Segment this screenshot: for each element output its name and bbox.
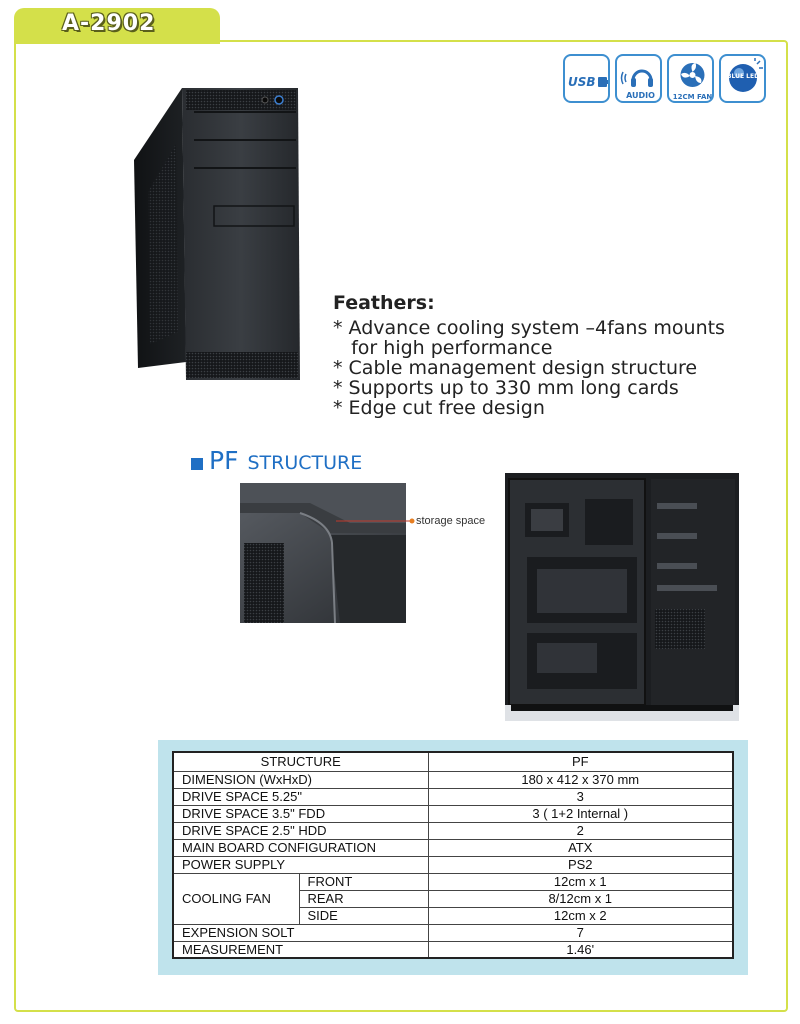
case-front-photo <box>134 88 300 380</box>
feature-item: * Edge cut free design <box>333 397 545 419</box>
row-label: EXPENSION SOLT <box>172 923 429 942</box>
table-row: SIDE 12cm x 2 <box>173 906 734 925</box>
case-interior-photo <box>505 473 739 721</box>
table-row: POWER SUPPLY PS2 <box>172 855 734 874</box>
structure-heading: PF STRUCTURE <box>191 446 362 475</box>
feature-item: * Cable management design structure <box>333 357 698 379</box>
row-value: PS2 <box>427 855 734 874</box>
page-frame <box>14 40 788 1012</box>
storage-detail-photo <box>240 483 406 623</box>
table-row: DRIVE SPACE 3.5" FDD 3 ( 1+2 Internal ) <box>172 804 734 823</box>
row-value: 3 <box>427 787 734 806</box>
feature-icons: USB AUDIO 12CM FAN BLUE LED <box>563 54 766 103</box>
table-row: MAIN BOARD CONFIGURATION ATX <box>172 838 734 857</box>
row-label: DRIVE SPACE 2.5" HDD <box>172 821 429 840</box>
cooling-fan-label: COOLING FAN <box>172 872 300 925</box>
header-structure: STRUCTURE <box>172 751 429 772</box>
fan-icon: 12CM FAN <box>667 54 714 103</box>
audio-icon-label: AUDIO <box>626 91 655 100</box>
spec-table: STRUCTURE PF DIMENSION (WxHxD) 180 x 412… <box>172 751 734 959</box>
row-value: 12cm x 1 <box>427 872 734 891</box>
callout-label: storage space <box>416 515 486 527</box>
row-label: DIMENSION (WxHxD) <box>172 770 429 789</box>
row-value: ATX <box>427 838 734 857</box>
table-header-row: STRUCTURE PF <box>172 751 734 772</box>
fan-icon-label: 12CM FAN <box>673 93 713 101</box>
feature-item: * Supports up to 330 mm long cards <box>333 377 679 399</box>
feature-item: for high performance <box>333 337 553 359</box>
table-row: REAR 8/12cm x 1 <box>173 889 734 908</box>
usb-icon: USB <box>563 54 610 103</box>
feature-item: * Advance cooling system –4fans mounts <box>333 317 725 339</box>
table-row: DRIVE SPACE 5.25" 3 <box>172 787 734 806</box>
row-label: MAIN BOARD CONFIGURATION <box>172 838 429 857</box>
heading-pf: PF <box>209 446 239 475</box>
fan-position: REAR <box>298 889 429 908</box>
spec-table-panel: STRUCTURE PF DIMENSION (WxHxD) 180 x 412… <box>158 740 748 975</box>
row-value: 1.46' <box>427 940 734 959</box>
row-value: 3 ( 1+2 Internal ) <box>427 804 734 823</box>
table-row: DRIVE SPACE 2.5" HDD 2 <box>172 821 734 840</box>
model-tab <box>14 8 220 44</box>
callout-line <box>336 518 415 524</box>
row-value: 2 <box>427 821 734 840</box>
fan-position: SIDE <box>298 906 429 925</box>
usb-icon-label: USB <box>568 75 596 89</box>
row-value: 180 x 412 x 370 mm <box>427 770 734 789</box>
audio-icon: AUDIO <box>615 54 662 103</box>
table-row: MEASUREMENT 1.46' <box>172 940 734 959</box>
blue-led-icon: BLUE LED <box>719 54 766 103</box>
square-bullet-icon <box>191 457 203 470</box>
heading-structure: STRUCTURE <box>247 451 363 474</box>
row-label: MEASUREMENT <box>172 940 429 959</box>
model-title: A-2902 <box>62 11 156 36</box>
row-value: 7 <box>427 923 734 942</box>
table-row: COOLING FAN FRONT 12cm x 1 <box>172 872 734 925</box>
header-pf: PF <box>427 751 734 772</box>
features-section: Feathers: * Advance cooling system –4fan… <box>333 292 725 418</box>
table-row: DIMENSION (WxHxD) 180 x 412 x 370 mm <box>172 770 734 789</box>
table-row: EXPENSION SOLT 7 <box>172 923 734 942</box>
fan-position: FRONT <box>298 872 429 891</box>
features-heading: Feathers: <box>333 292 435 314</box>
row-label: DRIVE SPACE 3.5" FDD <box>172 804 429 823</box>
row-label: POWER SUPPLY <box>172 855 429 874</box>
blue-led-icon-label: BLUE LED <box>727 73 759 80</box>
row-value: 12cm x 2 <box>427 906 734 925</box>
row-value: 8/12cm x 1 <box>427 889 734 908</box>
row-label: DRIVE SPACE 5.25" <box>172 787 429 806</box>
